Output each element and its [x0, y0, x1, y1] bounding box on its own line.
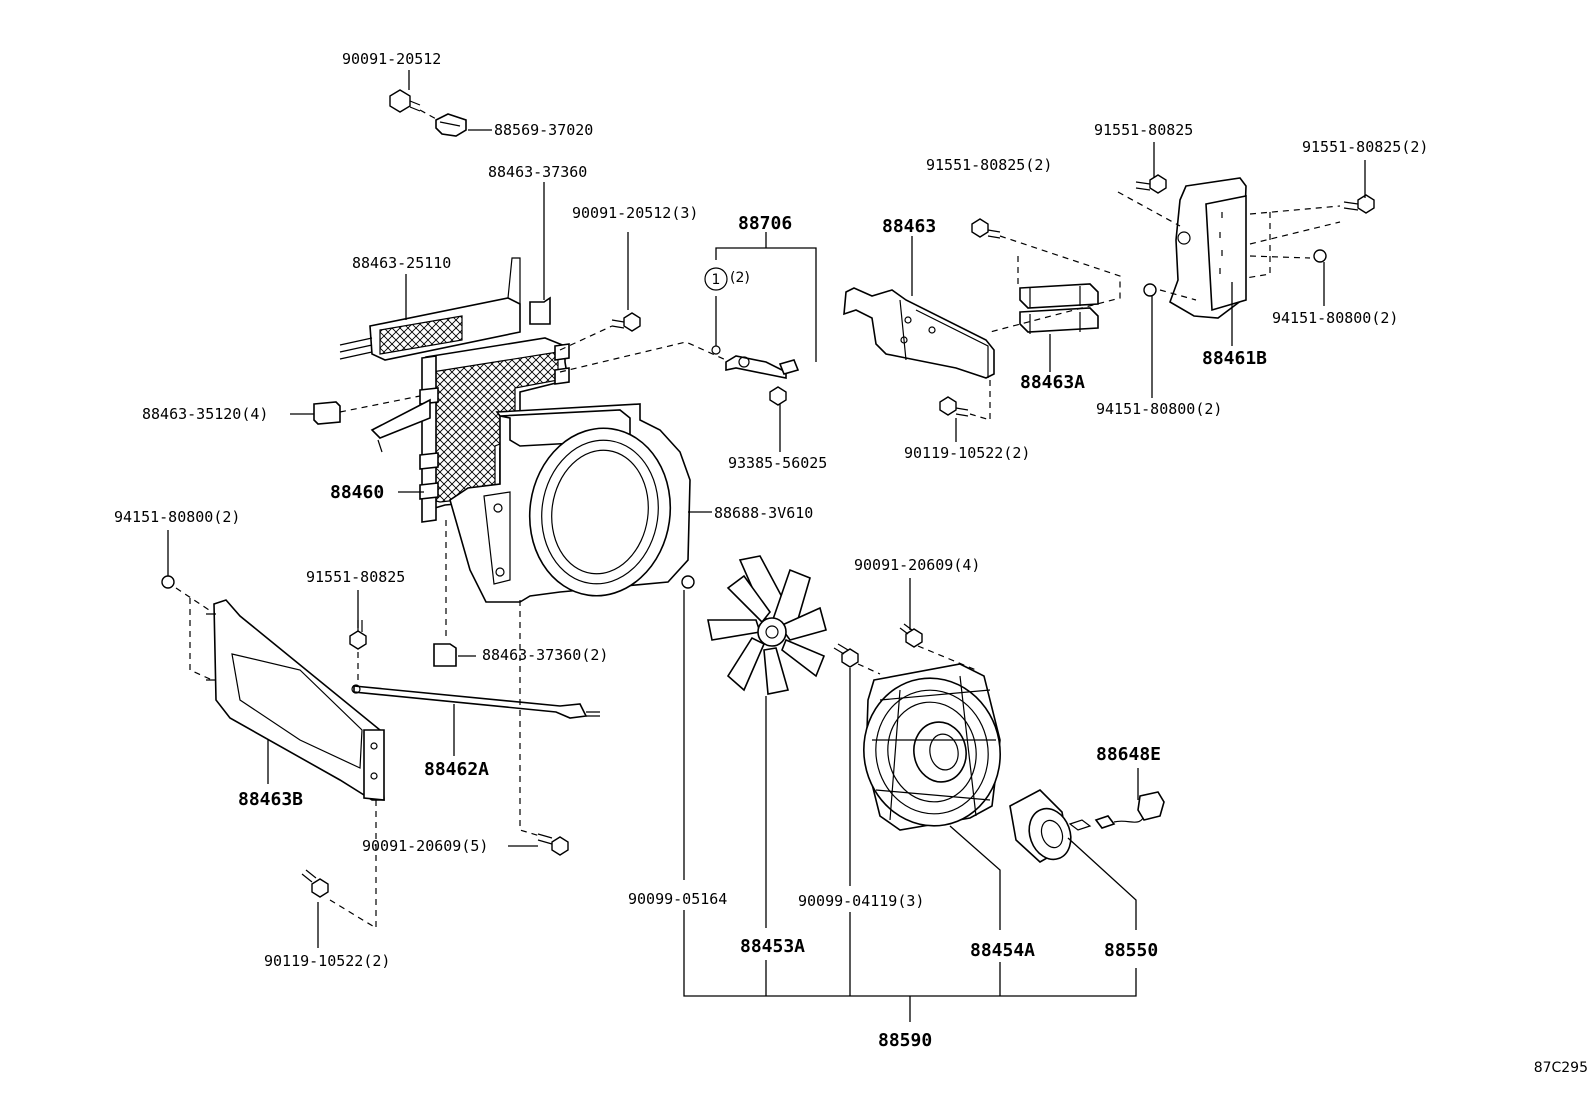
fan-blade-88453A-icon [707, 555, 827, 695]
part-label: 90091-20512 [342, 50, 441, 68]
part-label: 88453A [740, 936, 805, 957]
part-label: 90091-20609(5) [362, 837, 488, 855]
part-label: 88590 [878, 1030, 932, 1051]
part-label: 88463-35120(4) [142, 405, 268, 423]
part-label: 90099-04119(3) [798, 892, 924, 910]
bolt-icon [681, 575, 695, 589]
bolt-icon [1135, 174, 1375, 297]
bracket-88463-35120-icon [313, 401, 341, 425]
part-label: 90091-20609(4) [854, 556, 980, 574]
part-label: 90099-05164 [628, 890, 727, 908]
bracket-88461B-icon [1169, 177, 1247, 319]
part-label: 88463-37360 [488, 163, 587, 181]
bolt-icon [301, 869, 329, 898]
part-label: 88462A [424, 759, 489, 780]
callout-number: 1 [712, 272, 721, 288]
part-label: 88460 [330, 482, 384, 503]
part-label: 94151-80800(2) [1096, 400, 1222, 418]
bolt-icon [537, 833, 569, 856]
clip-88463-37360-icon [529, 296, 551, 325]
part-label: 94151-80800(2) [114, 508, 240, 526]
bolt-icon [611, 312, 641, 332]
connector-88648E-icon [1094, 791, 1165, 829]
part-label: 88463B [238, 789, 303, 810]
condenser-88460-icon [370, 337, 570, 523]
fan-shroud-88688-icon [449, 403, 691, 603]
part-label: 88463-37360(2) [482, 646, 608, 664]
part-label: 88461B [1202, 348, 1267, 369]
part-label: 91551-80825 [306, 568, 405, 586]
part-label: 88706 [738, 213, 792, 234]
bracket-88463A-icon [1019, 283, 1099, 334]
part-label: 88463 [882, 216, 936, 237]
part-label: 91551-80825(2) [926, 156, 1052, 174]
receiver-88463-25110-icon [339, 257, 521, 361]
bolt-icon [389, 89, 421, 113]
rod-88462A-icon [351, 684, 600, 719]
bracket-88463-icon [843, 287, 995, 379]
part-labels: 90091-20512 88569-37020 88463-37360 9009… [114, 50, 1428, 1051]
part-label: 88463A [1020, 372, 1085, 393]
bracket-88463B-icon [206, 599, 385, 801]
part-label: 88463-25110 [352, 254, 451, 272]
fan-housing-88454A-icon [863, 663, 1001, 831]
leader-lines [167, 142, 1366, 1022]
part-label: 88550 [1104, 940, 1158, 961]
part-label: 93385-56025 [728, 454, 827, 472]
bracket-88569-icon [435, 113, 467, 137]
part-label: 91551-80825(2) [1302, 138, 1428, 156]
pipe-88706-icon [711, 345, 800, 406]
bolt-icon [939, 218, 1001, 417]
fan-motor-88550-icon [1009, 789, 1092, 863]
callout-circle-icon [704, 267, 728, 291]
part-label: 90119-10522(2) [264, 952, 390, 970]
part-label: 90091-20512(3) [572, 204, 698, 222]
part-label: 88569-37020 [494, 121, 593, 139]
part-label: 94151-80800(2) [1272, 309, 1398, 327]
part-label: 91551-80825 [1094, 121, 1193, 139]
part-label: 88648E [1096, 744, 1161, 765]
bolt-icon [833, 623, 923, 668]
bolt-icon [161, 575, 175, 589]
part-label: 90119-10522(2) [904, 444, 1030, 462]
diagram-code: 87C295 [1534, 1060, 1588, 1076]
clip-88463-37360-icon [433, 643, 457, 667]
callout-qty: (2) [730, 270, 750, 286]
part-label: 88688-3V610 [714, 504, 813, 522]
part-label: 88454A [970, 940, 1035, 961]
